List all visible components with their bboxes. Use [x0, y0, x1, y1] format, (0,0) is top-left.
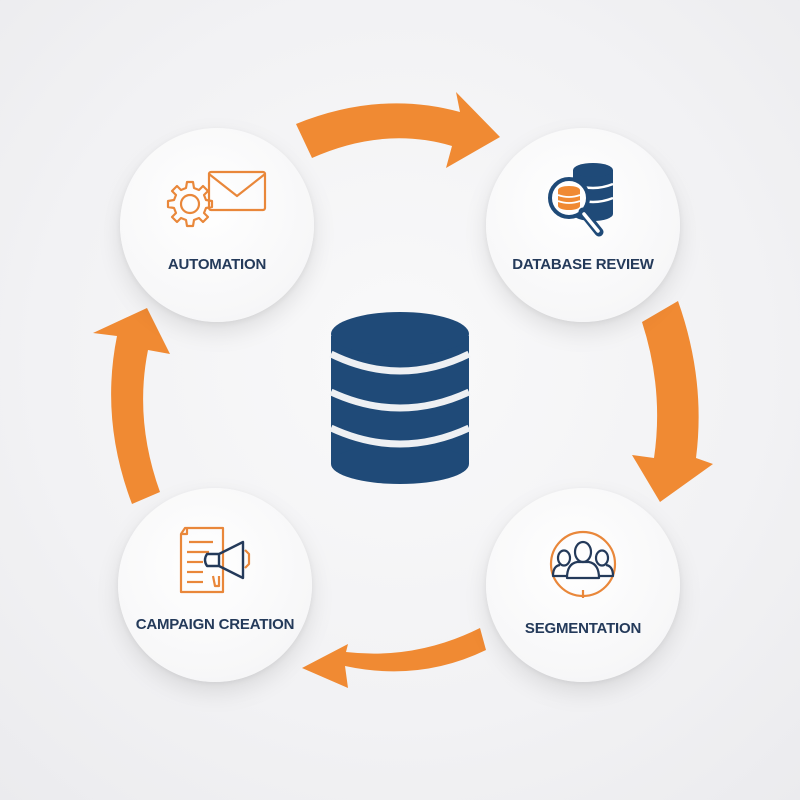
step-campaign-creation: CAMPAIGN CREATION [118, 488, 312, 682]
arrow-left-icon [93, 308, 170, 504]
arrow-bottom-icon [302, 628, 486, 688]
step-automation: AUTOMATION [120, 128, 314, 322]
arrow-top-icon [296, 92, 500, 168]
step-label: AUTOMATION [167, 256, 267, 273]
document-megaphone-icon [179, 526, 251, 594]
user-group-target-icon [549, 530, 617, 598]
step-database-review: DATABASE REVIEW [486, 128, 680, 322]
database-search-icon [548, 163, 614, 237]
step-label: CAMPAIGN CREATION [135, 616, 295, 633]
arrow-right-icon [632, 301, 713, 502]
step-label: SEGMENTATION [524, 620, 642, 637]
gear-email-icon [166, 170, 267, 228]
step-segmentation: SEGMENTATION [486, 488, 680, 682]
center-database-icon [329, 312, 471, 484]
step-label: DATABASE REVIEW [512, 256, 654, 273]
